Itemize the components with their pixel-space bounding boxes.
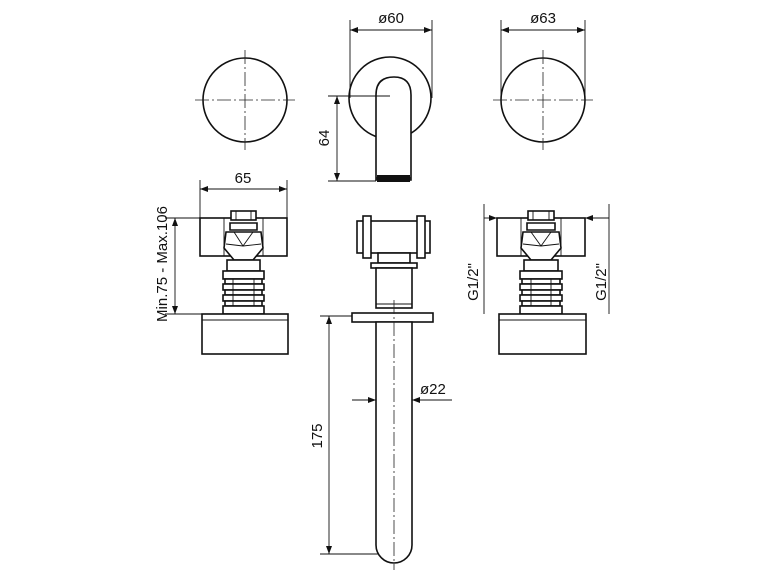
spout-side-view [348,56,432,182]
dim-label-thread-right: G1/2" [593,263,610,301]
dim-label-body-depth: Min.75 - Max.106 [154,206,171,322]
dimension-handle-diameter-right: ø63 [500,10,586,98]
dim-label-body-width: 65 [235,170,252,187]
dimension-thread-left: G1/2" [465,204,497,314]
dimension-spout-diameter: ø22 [352,381,452,403]
spout-body [351,215,434,570]
dim-label-thread-left: G1/2" [465,263,482,301]
right-handle-front-view [493,50,593,150]
dimension-thread-right: G1/2" [585,204,610,314]
dim-label-handle-diameter: ø60 [378,10,404,27]
left-valve-body [199,210,289,355]
dim-label-spout-length: 175 [309,423,326,448]
dimension-spout-height: 64 [316,95,390,182]
dimension-spout-length: 175 [309,315,378,555]
dimension-body-width: 65 [199,170,288,218]
dim-label-spout-height: 64 [316,130,333,147]
dim-label-handle-diameter-right: ø63 [530,10,556,27]
dimension-handle-diameter: ø60 [349,10,433,98]
right-valve-body [496,210,587,355]
dim-label-spout-diameter: ø22 [420,381,446,398]
dimension-body-depth: Min.75 - Max.106 [154,206,202,322]
left-handle-front-view [195,50,295,150]
